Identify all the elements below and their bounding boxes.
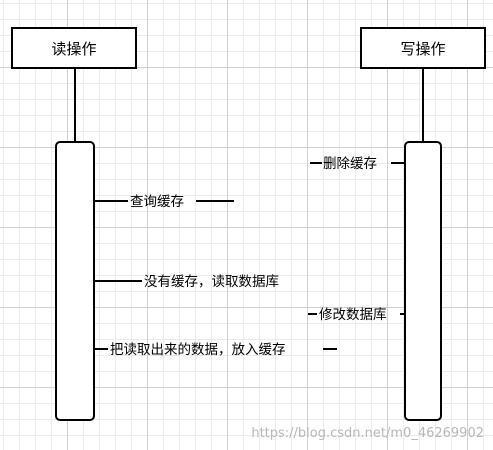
message-no-cache-read-db-label: 没有缓存，读取数据库 bbox=[144, 274, 279, 290]
message-query-cache: 查询缓存 bbox=[94, 194, 234, 210]
actor-read-label: 读操作 bbox=[51, 40, 96, 58]
actor-write[interactable]: 写操作 bbox=[360, 27, 486, 69]
message-delete-cache: 删除缓存 bbox=[310, 156, 405, 172]
message-query-cache-label: 查询缓存 bbox=[130, 194, 184, 210]
activation-read bbox=[55, 141, 95, 421]
message-no-cache-read-db: 没有缓存，读取数据库 bbox=[94, 274, 279, 290]
message-delete-cache-label: 删除缓存 bbox=[323, 156, 377, 172]
activation-write bbox=[404, 141, 442, 421]
actor-read-box bbox=[11, 27, 137, 69]
watermark: https://blog.csdn.net/m0_46269902 bbox=[251, 426, 484, 441]
message-put-into-cache: 把读取出来的数据，放入缓存 bbox=[94, 342, 337, 358]
actor-read[interactable]: 读操作 bbox=[11, 27, 137, 69]
message-update-db: 修改数据库 bbox=[308, 307, 405, 323]
message-put-into-cache-label: 把读取出来的数据，放入缓存 bbox=[110, 342, 286, 358]
actor-write-label: 写操作 bbox=[400, 40, 445, 58]
message-update-db-label: 修改数据库 bbox=[319, 307, 387, 323]
actor-write-box bbox=[360, 27, 486, 69]
